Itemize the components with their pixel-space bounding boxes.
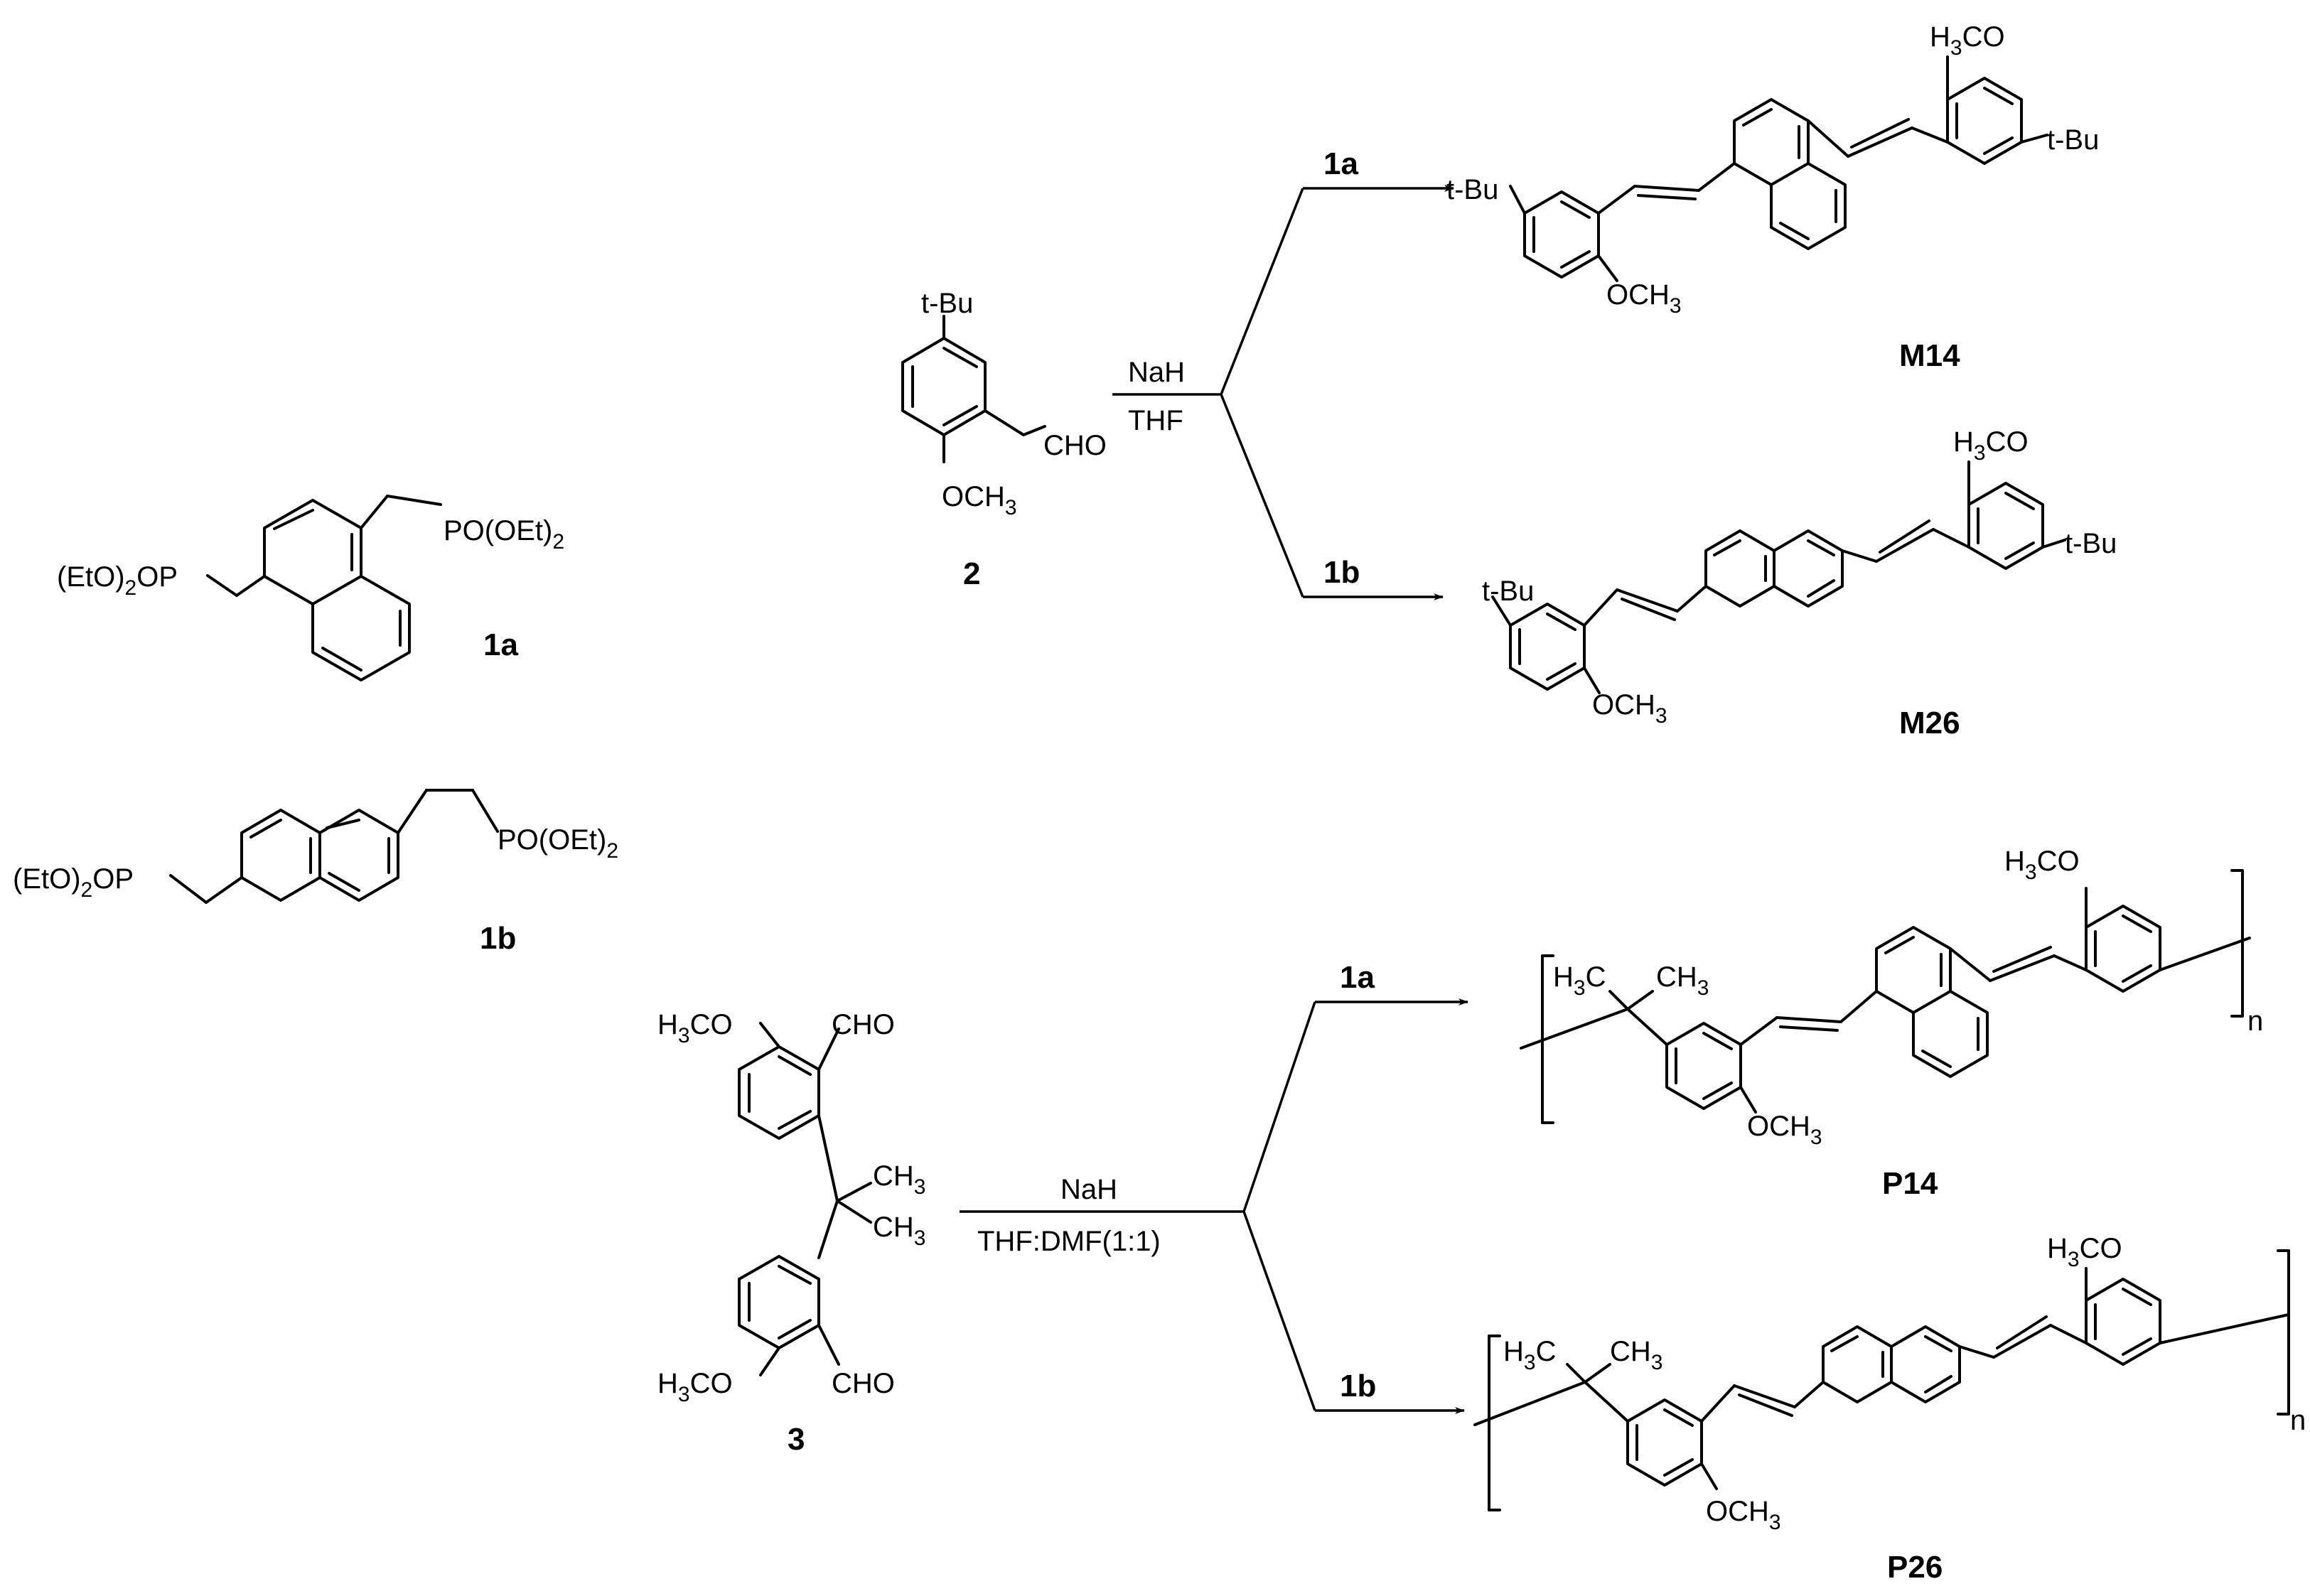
compound-1b-structure: PO(OEt)2 (EtO)2OP 1b	[13, 789, 618, 956]
tert-butyl-group: t-Bu	[1446, 174, 1498, 205]
methoxy-group: H	[657, 1368, 678, 1399]
aldehyde-group: CHO	[1043, 430, 1107, 461]
methoxy-group: H	[2047, 1233, 2068, 1264]
methyl-group: CH	[1656, 961, 1697, 993]
repeat-unit-n: n	[2247, 1005, 2263, 1037]
reagent-label: NaH	[1128, 357, 1185, 388]
svg-text:CH3: CH3	[873, 1160, 925, 1199]
svg-text:(EtO)2OP: (EtO)2OP	[57, 561, 178, 600]
methyl-group: CH	[873, 1160, 914, 1192]
phosphonate-group: (EtO)	[13, 863, 81, 895]
compound-label-1a: 1a	[483, 627, 518, 662]
compound-3-structure: H3CO CHO CH3 CH3 H3CO CHO 3	[657, 1009, 925, 1457]
compound-label-2: 2	[963, 556, 980, 591]
compound-label-m26: M26	[1899, 706, 1960, 740]
solvent-label: THF	[1128, 405, 1183, 436]
product-m14-structure: t-Bu OCH3 H3CO t-Bu M14	[1446, 21, 2099, 373]
product-m26-structure: t-Bu OCH3 H3CO t-Bu M26	[1482, 426, 2117, 740]
svg-text:H3C: H3C	[1503, 1336, 1556, 1374]
svg-text:OCH3: OCH3	[1606, 279, 1682, 318]
reagent-label: NaH	[1060, 1174, 1117, 1205]
svg-text:CH3: CH3	[873, 1212, 925, 1250]
compound-label-p26: P26	[1887, 1550, 1943, 1585]
tert-butyl-group: t-Bu	[1482, 576, 1534, 607]
compound-label-p14: P14	[1882, 1166, 1938, 1201]
reaction-arrow-top: NaH THF 1a 1b	[1112, 146, 1454, 600]
polymer-p26-structure: H3C CH3 OCH3 H3CO n P26	[1473, 1233, 2306, 1585]
compound-1a-structure: PO(OEt)2 (EtO)2OP 1a	[57, 495, 564, 681]
methyl-group: CH	[873, 1212, 914, 1243]
methyl-group: H	[1553, 961, 1574, 993]
tert-butyl-group: t-Bu	[2065, 528, 2117, 559]
svg-text:(EtO)2OP: (EtO)2OP	[13, 863, 134, 902]
methyl-group: CH	[1610, 1336, 1651, 1367]
arrow-label-1b: 1b	[1340, 1369, 1376, 1403]
svg-text:H3CO: H3CO	[2047, 1233, 2122, 1271]
phosphonate-group: PO(OEt)	[498, 824, 606, 856]
tert-butyl-group: t-Bu	[2047, 124, 2099, 156]
arrow-label-1b: 1b	[1323, 555, 1360, 590]
methoxy-group: H	[657, 1009, 678, 1040]
svg-text:H3CO: H3CO	[1953, 426, 2029, 465]
polymer-p14-structure: H3C CH3 OCH3 H3CO n P14	[1520, 846, 2263, 1201]
methoxy-group: OCH	[1606, 279, 1670, 311]
methoxy-group: OCH	[942, 481, 1005, 512]
solvent-label: THF:DMF(1:1)	[977, 1226, 1161, 1257]
arrow-label-1a: 1a	[1323, 146, 1358, 181]
methoxy-group: H	[2004, 846, 2025, 877]
methoxy-group: OCH	[1592, 689, 1655, 721]
svg-text:H3CO: H3CO	[657, 1368, 733, 1406]
methoxy-group: OCH	[1747, 1111, 1810, 1142]
methoxy-group: H	[1953, 426, 1974, 458]
svg-text:H3CO: H3CO	[657, 1009, 733, 1047]
svg-text:OCH3: OCH3	[1747, 1111, 1822, 1149]
methoxy-group: H	[1930, 21, 1950, 53]
aldehyde-group: CHO	[832, 1368, 895, 1399]
svg-text:OCH3: OCH3	[1592, 689, 1667, 728]
svg-text:CH3: CH3	[1656, 961, 1709, 1000]
compound-label-3: 3	[788, 1422, 805, 1457]
compound-label-1b: 1b	[480, 921, 516, 956]
svg-text:PO(OEt)2: PO(OEt)2	[498, 824, 618, 863]
compound-label-m14: M14	[1899, 338, 1960, 373]
phosphonate-group: (EtO)	[57, 561, 125, 593]
svg-text:OCH3: OCH3	[1706, 1496, 1781, 1534]
methyl-group: H	[1503, 1336, 1524, 1367]
svg-text:H3C: H3C	[1553, 961, 1606, 1000]
svg-text:PO(OEt)2: PO(OEt)2	[444, 515, 564, 554]
methoxy-group: OCH	[1706, 1496, 1769, 1527]
svg-text:H3CO: H3CO	[2004, 846, 2080, 884]
compound-2-structure: t-Bu CHO OCH3 2	[901, 288, 1107, 591]
aldehyde-group: CHO	[832, 1009, 895, 1040]
svg-text:OCH3: OCH3	[942, 481, 1017, 519]
svg-text:CH3: CH3	[1610, 1336, 1662, 1374]
phosphonate-group: PO(OEt)	[444, 515, 552, 546]
reaction-arrow-bottom: NaH THF:DMF(1:1) 1a 1b	[960, 960, 1468, 1414]
repeat-unit-n: n	[2290, 1405, 2306, 1436]
arrow-label-1a: 1a	[1340, 960, 1375, 995]
svg-text:H3CO: H3CO	[1930, 21, 2005, 60]
tert-butyl-group: t-Bu	[921, 288, 973, 319]
